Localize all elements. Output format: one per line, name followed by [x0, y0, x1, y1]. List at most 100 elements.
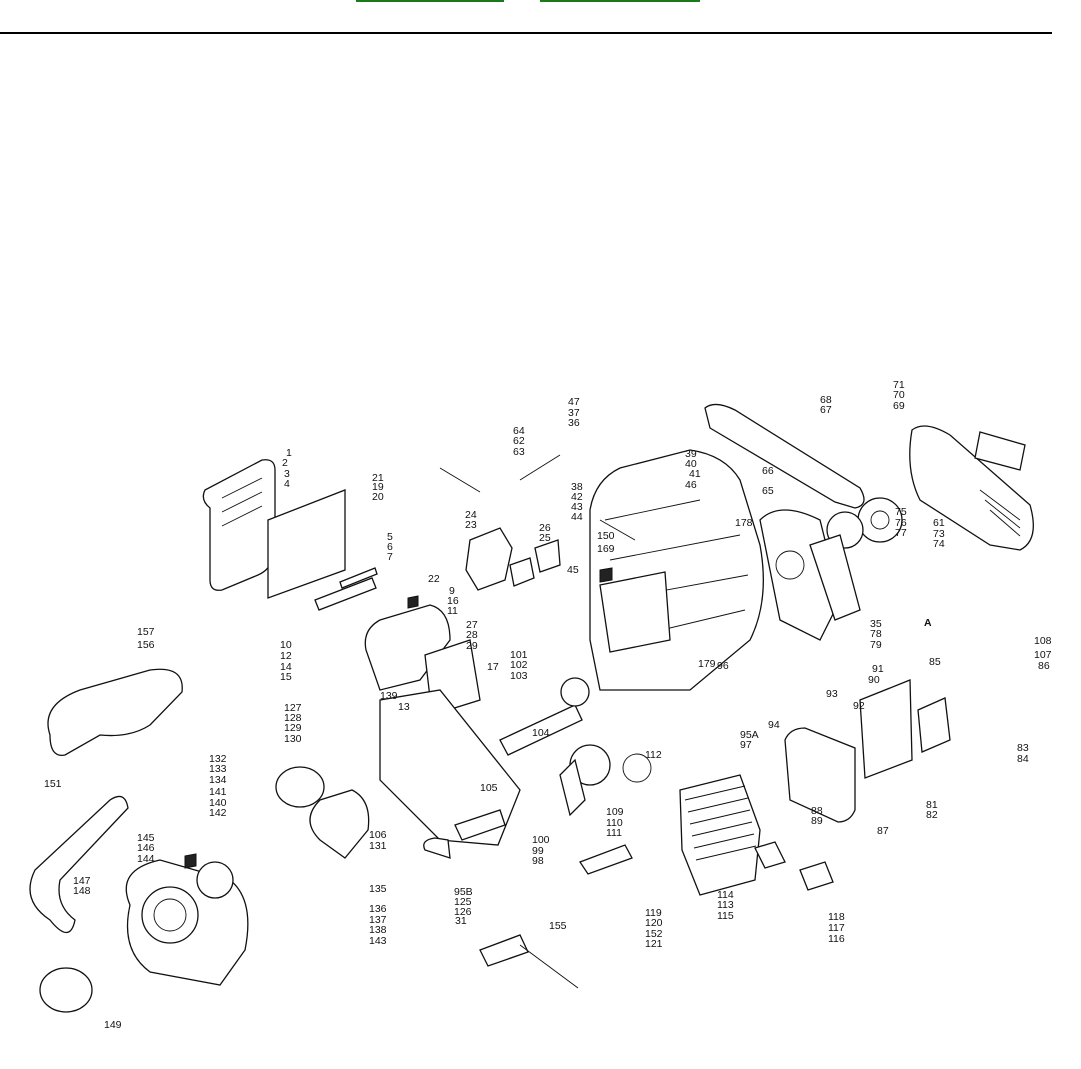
- part-label: 62: [513, 435, 525, 447]
- part-label: 87: [877, 825, 889, 837]
- header-divider: [0, 32, 1052, 34]
- header-link-1[interactable]: [356, 0, 504, 2]
- part-label: 43: [571, 501, 583, 513]
- part-label: 179: [698, 658, 716, 670]
- part-label: 15: [280, 671, 292, 683]
- part-label: 1: [286, 447, 292, 459]
- part-label: 178: [735, 517, 753, 529]
- part-label: 83: [1017, 742, 1029, 754]
- part-label: 27: [466, 619, 478, 631]
- part-label: 145: [137, 832, 155, 844]
- part-label: 89: [811, 815, 823, 827]
- part-label: 26: [539, 522, 551, 534]
- part-label: 97: [740, 739, 752, 751]
- part-label: 98: [532, 855, 544, 867]
- part-labels: 1 2 3 4 5 6 7 9 10 11 12 13 14 15 16 17 …: [44, 380, 1052, 1031]
- part-label: 47: [568, 396, 580, 408]
- part-label: 127: [284, 702, 302, 714]
- part-label: 10: [280, 639, 292, 651]
- part-label: 88: [811, 805, 823, 817]
- part-label: 71: [893, 380, 905, 391]
- part-label: 29: [466, 640, 478, 652]
- part-label: 22: [428, 573, 440, 585]
- part-label: 75: [895, 506, 907, 518]
- part-label: 156: [137, 639, 155, 651]
- part-label: 131: [369, 840, 387, 852]
- part-label: 148: [73, 885, 91, 897]
- part-label: 133: [209, 763, 227, 775]
- part-label: 41: [689, 468, 701, 480]
- part-label: 85: [929, 656, 941, 668]
- part-label: 129: [284, 722, 302, 734]
- part-label: 37: [568, 407, 580, 419]
- part-label: 119: [645, 907, 662, 919]
- part-label: 107: [1034, 649, 1052, 661]
- part-label: 143: [369, 935, 387, 947]
- part-label: 146: [137, 842, 155, 854]
- part-label: 96: [717, 660, 729, 672]
- part-label: 4: [284, 478, 290, 490]
- part-label: 142: [209, 807, 227, 819]
- part-label: 35: [870, 618, 882, 630]
- part-label: 126: [454, 906, 472, 918]
- part-label: 44: [571, 511, 583, 523]
- part-label: 94: [768, 719, 780, 731]
- part-label: 78: [870, 628, 882, 640]
- part-label: 17: [487, 661, 499, 673]
- part-label: 64: [513, 425, 525, 437]
- part-label: 74: [933, 538, 945, 550]
- part-label: 95A: [740, 729, 759, 741]
- part-label: 61: [933, 517, 945, 529]
- part-label: 39: [685, 448, 697, 460]
- part-label: 139: [380, 690, 398, 702]
- part-label: 38: [571, 481, 583, 493]
- part-label: 128: [284, 712, 302, 724]
- part-label: 118: [828, 911, 845, 923]
- part-label: 86: [1038, 660, 1050, 672]
- part-label: 106: [369, 829, 387, 841]
- part-label: 169: [597, 543, 615, 555]
- part-label: 20: [372, 491, 384, 503]
- part-label: 92: [853, 700, 865, 712]
- part-label: 138: [369, 924, 387, 936]
- part-label: 100: [532, 834, 550, 846]
- part-label: 77: [895, 527, 907, 539]
- part-label: 2: [282, 457, 288, 469]
- part-label: 16: [447, 595, 459, 607]
- part-label: 120: [645, 917, 663, 929]
- part-label: 108: [1034, 635, 1052, 647]
- part-label: 12: [280, 650, 292, 662]
- part-label: 101: [510, 649, 528, 661]
- part-label: 66: [762, 465, 774, 477]
- part-label: 69: [893, 400, 905, 412]
- part-label: 6: [387, 541, 393, 553]
- part-label: 28: [466, 629, 478, 641]
- part-label: 3: [284, 468, 290, 480]
- part-label: 11: [447, 605, 458, 617]
- part-label: 76: [895, 517, 907, 529]
- part-label: 157: [137, 626, 155, 638]
- part-label: 24: [465, 509, 477, 521]
- part-label: 45: [567, 564, 579, 576]
- part-label: 147: [73, 875, 91, 887]
- part-label: 95B: [454, 886, 473, 898]
- part-label: 13: [398, 701, 410, 713]
- part-label: 114: [717, 889, 734, 901]
- part-label: 70: [893, 389, 905, 401]
- part-label: 68: [820, 394, 832, 406]
- part-label: 99: [532, 845, 544, 857]
- header-link-2[interactable]: [540, 0, 700, 2]
- part-label: 14: [280, 661, 292, 673]
- part-label: 7: [387, 551, 393, 563]
- part-label: 155: [549, 920, 567, 932]
- part-label: 40: [685, 458, 697, 470]
- part-shapes: [29, 403, 1034, 1013]
- part-label: 93: [826, 688, 838, 700]
- part-label: 36: [568, 417, 580, 429]
- part-label: 117: [828, 922, 845, 934]
- part-label: 130: [284, 733, 302, 745]
- part-label: 73: [933, 528, 945, 540]
- part-label: 150: [597, 530, 615, 542]
- part-label: 65: [762, 485, 774, 497]
- part-label: 81: [926, 799, 938, 811]
